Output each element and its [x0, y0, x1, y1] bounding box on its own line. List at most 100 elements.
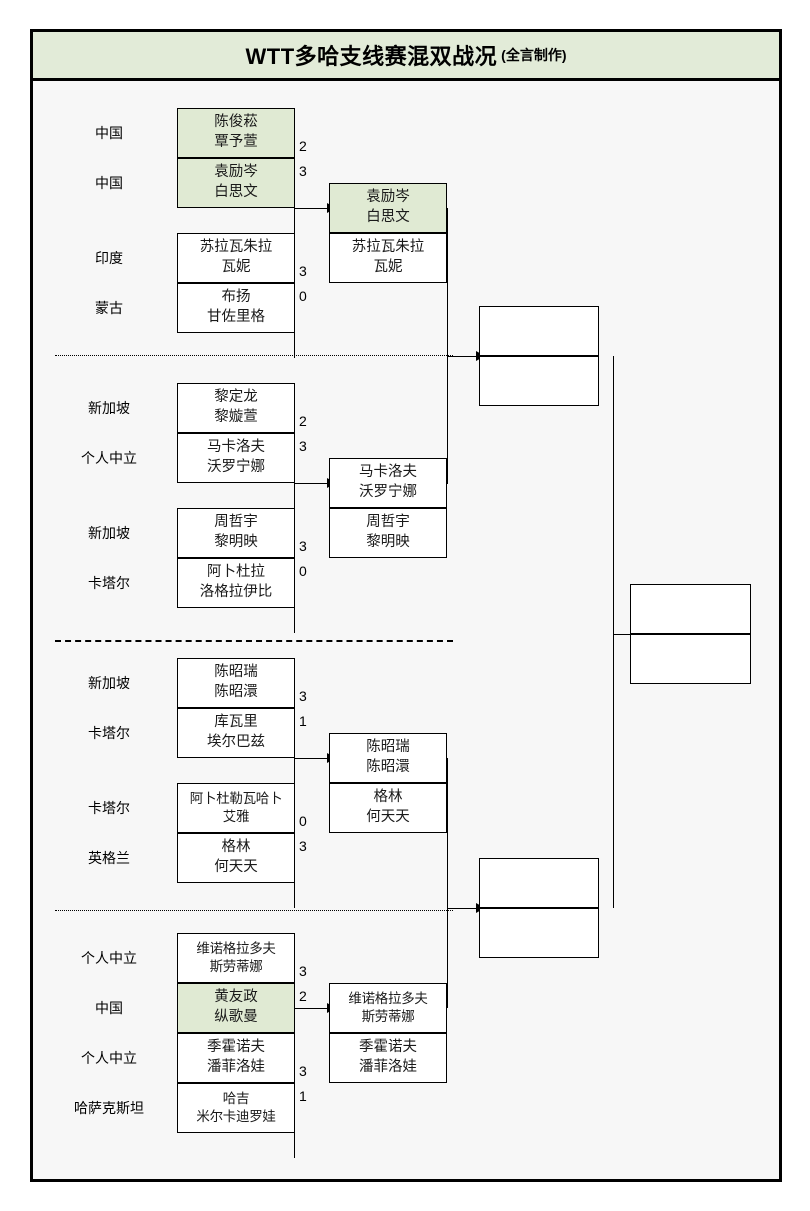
- player-name-2: 黎明映: [214, 534, 258, 550]
- page-title: WTT多哈支线赛混双战况: [245, 44, 498, 69]
- match-box-final-2[interactable]: [630, 634, 751, 684]
- player-name-2: 黎明映: [366, 534, 410, 550]
- player-name-2: 沃罗宁娜: [359, 484, 417, 500]
- match-box-r3-2[interactable]: [479, 356, 599, 406]
- match-box-r1-3[interactable]: 苏拉瓦朱拉 瓦妮: [177, 233, 295, 283]
- match-box-r1-6[interactable]: 马卡洛夫 沃罗宁娜: [177, 433, 295, 483]
- match-box-r2-3[interactable]: 马卡洛夫 沃罗宁娜: [329, 458, 447, 508]
- match-box-r1-16[interactable]: 哈吉 米尔卡迪罗娃: [177, 1083, 295, 1133]
- country-label: 卡塔尔: [88, 800, 130, 816]
- player-name-2: 斯劳蒂娜: [361, 1009, 415, 1024]
- country-label: 新加坡: [88, 525, 130, 541]
- connector-v-r2-lower-a: [447, 758, 448, 908]
- player-name-2: 甘佐里格: [207, 309, 265, 325]
- player-name-1: 哈吉: [222, 1090, 250, 1106]
- player-name-1: 袁励岑: [366, 189, 410, 206]
- match-box-r2-6[interactable]: 格林 何天天: [329, 783, 447, 833]
- country-label: 卡塔尔: [88, 725, 130, 741]
- player-name-1: 袁励岑: [214, 164, 258, 181]
- country-label: 中国: [95, 1000, 123, 1016]
- player-name-1: 季霍诺夫: [359, 1039, 417, 1056]
- score-label: 0: [299, 563, 307, 579]
- player-name-2: 纵歌曼: [214, 1009, 258, 1025]
- score-label: 3: [299, 438, 307, 454]
- match-box-r1-15[interactable]: 季霍诺夫 潘菲洛娃: [177, 1033, 295, 1083]
- match-box-r1-8[interactable]: 阿卜杜拉 洛格拉伊比: [177, 558, 295, 608]
- section-separator-1: [55, 355, 453, 356]
- player-name-1: 苏拉瓦朱拉: [199, 239, 273, 256]
- player-name-2: 潘菲洛娃: [207, 1059, 265, 1075]
- country-label: 新加坡: [88, 675, 130, 691]
- player-name-2: 米尔卡迪罗娃: [196, 1109, 276, 1124]
- match-box-r2-7[interactable]: 维诺格拉多夫 斯劳蒂娜: [329, 983, 447, 1033]
- player-name-1: 阿卜杜勒瓦哈卜: [189, 790, 283, 806]
- match-box-r1-2[interactable]: 袁励岑 白思文: [177, 158, 295, 208]
- player-name-2: 洛格拉伊比: [199, 584, 273, 600]
- title-bar: WTT多哈支线赛混双战况 (全言制作): [33, 32, 779, 81]
- player-name-2: 陈昭澴: [214, 684, 258, 700]
- connector-v-r2-upper-a: [447, 208, 448, 356]
- match-box-r1-9[interactable]: 陈昭瑞 陈昭澴: [177, 658, 295, 708]
- country-label: 中国: [95, 125, 123, 141]
- connector-h-q4: [294, 1008, 328, 1009]
- score-label: 1: [299, 713, 307, 729]
- score-label: 3: [299, 538, 307, 554]
- country-label: 个人中立: [81, 1050, 137, 1066]
- match-box-final-1[interactable]: [630, 584, 751, 634]
- match-box-r1-7[interactable]: 周哲宇 黎明映: [177, 508, 295, 558]
- player-name-1: 苏拉瓦朱拉: [351, 239, 425, 256]
- score-label: 3: [299, 263, 307, 279]
- player-name-1: 黎定龙: [214, 389, 258, 406]
- match-box-r1-11[interactable]: 阿卜杜勒瓦哈卜 艾雅: [177, 783, 295, 833]
- player-name-1: 布扬: [221, 289, 251, 306]
- country-label: 哈萨克斯坦: [74, 1100, 144, 1116]
- player-name-1: 陈昭瑞: [214, 664, 258, 681]
- country-label: 印度: [95, 250, 123, 266]
- bracket-frame: WTT多哈支线赛混双战况 (全言制作): [30, 29, 782, 1182]
- score-label: 2: [299, 988, 307, 1004]
- score-label: 2: [299, 138, 307, 154]
- player-name-1: 格林: [373, 789, 403, 806]
- match-box-r1-12[interactable]: 格林 何天天: [177, 833, 295, 883]
- connector-v-r2-lower-b: [447, 908, 448, 1008]
- player-name-2: 瓦妮: [373, 259, 403, 275]
- player-name-1: 维诺格拉多夫: [348, 990, 428, 1006]
- match-box-r1-14[interactable]: 黄友政 纵歌曼: [177, 983, 295, 1033]
- match-box-r1-10[interactable]: 库瓦里 埃尔巴兹: [177, 708, 295, 758]
- player-name-1: 黄友政: [214, 989, 258, 1006]
- score-label: 3: [299, 838, 307, 854]
- player-name-2: 何天天: [214, 859, 258, 875]
- match-box-r3-4[interactable]: [479, 908, 599, 958]
- section-separator-3: [55, 910, 453, 911]
- country-label: 卡塔尔: [88, 575, 130, 591]
- match-box-r3-3[interactable]: [479, 858, 599, 908]
- match-box-r2-8[interactable]: 季霍诺夫 潘菲洛娃: [329, 1033, 447, 1083]
- player-name-1: 马卡洛夫: [207, 439, 265, 456]
- score-label: 3: [299, 163, 307, 179]
- player-name-2: 斯劳蒂娜: [209, 959, 263, 974]
- match-box-r2-4[interactable]: 周哲宇 黎明映: [329, 508, 447, 558]
- match-box-r1-4[interactable]: 布扬 甘佐里格: [177, 283, 295, 333]
- score-label: 1: [299, 1088, 307, 1104]
- player-name-1: 周哲宇: [214, 514, 258, 531]
- connector-v-r2-upper-b: [447, 356, 448, 484]
- country-label: 个人中立: [81, 950, 137, 966]
- page-title-credit: (全言制作): [501, 47, 567, 63]
- match-box-r1-13[interactable]: 维诺格拉多夫 斯劳蒂娜: [177, 933, 295, 983]
- match-box-r2-1[interactable]: 袁励岑 白思文: [329, 183, 447, 233]
- player-name-1: 阿卜杜拉: [207, 564, 265, 581]
- match-box-r1-5[interactable]: 黎定龙 黎嫙萱: [177, 383, 295, 433]
- score-label: 0: [299, 288, 307, 304]
- section-separator-2: [55, 640, 453, 642]
- score-label: 2: [299, 413, 307, 429]
- player-name-2: 覃予萱: [214, 134, 258, 150]
- match-box-r2-5[interactable]: 陈昭瑞 陈昭澴: [329, 733, 447, 783]
- match-box-r1-1[interactable]: 陈俊菘 覃予萱: [177, 108, 295, 158]
- connector-h-q3: [294, 758, 328, 759]
- match-box-r3-1[interactable]: [479, 306, 599, 356]
- player-name-2: 瓦妮: [221, 259, 251, 275]
- connector-h-r3-lower: [447, 908, 477, 909]
- match-box-r2-2[interactable]: 苏拉瓦朱拉 瓦妮: [329, 233, 447, 283]
- connector-h-r3-upper: [447, 356, 477, 357]
